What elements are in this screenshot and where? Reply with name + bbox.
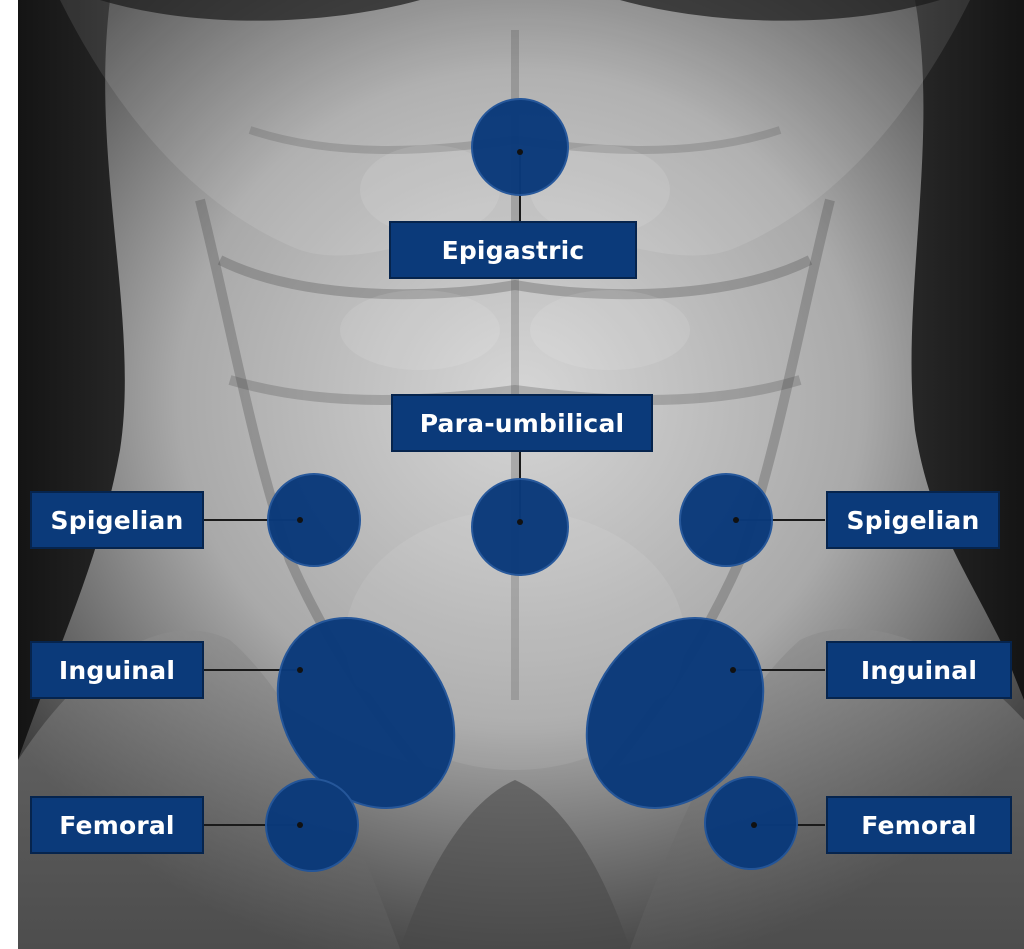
para-umbilical-label: Para-umbilical	[391, 394, 653, 452]
inguinal-right-label: Inguinal	[826, 641, 1012, 699]
inguinal-left-label: Inguinal	[30, 641, 204, 699]
femoral-right-marker	[705, 777, 797, 869]
spigelian-right-marker	[680, 474, 772, 566]
spigelian-right-label: Spigelian	[826, 491, 1000, 549]
femoral-left-label: Femoral	[30, 796, 204, 854]
femoral-right-label: Femoral	[826, 796, 1012, 854]
epigastric-label: Epigastric	[389, 221, 637, 279]
para-umbilical-marker	[472, 479, 568, 575]
spigelian-left-label: Spigelian	[30, 491, 204, 549]
epigastric-marker	[472, 99, 568, 195]
spigelian-left-marker	[268, 474, 360, 566]
femoral-left-marker	[266, 779, 358, 871]
